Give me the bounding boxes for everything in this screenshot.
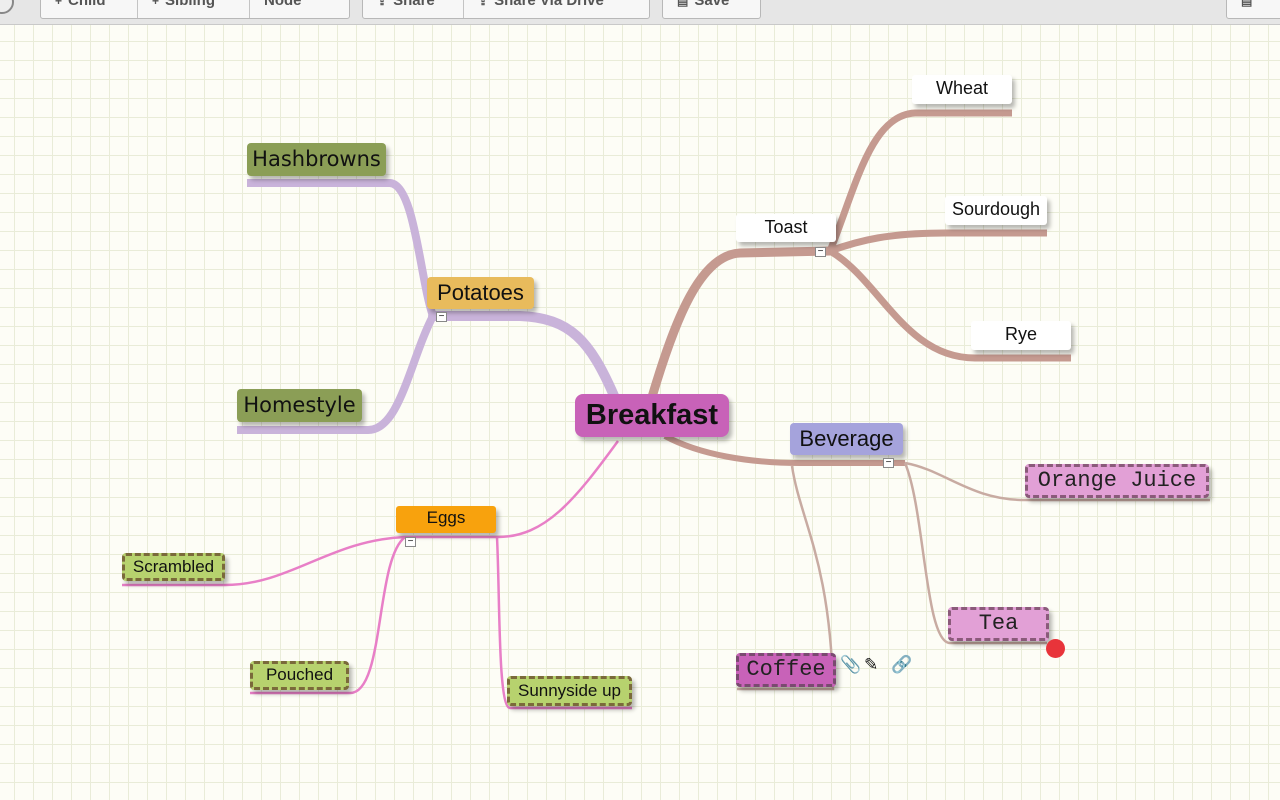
node-coffee[interactable]: Coffee bbox=[736, 653, 836, 687]
mindmap-links bbox=[122, 109, 1210, 710]
node-sunnyside-up-label: Sunnyside up bbox=[517, 681, 622, 700]
node-scrambled-label: Scrambled bbox=[132, 557, 215, 576]
collapse-toggle-beverage[interactable]: − bbox=[883, 458, 894, 468]
app-logo-icon bbox=[0, 0, 14, 14]
node-hashbrowns-label: Hashbrowns bbox=[252, 147, 381, 171]
node-beverage[interactable]: Beverage bbox=[790, 423, 903, 455]
share-icon: ⇪ bbox=[478, 0, 489, 8]
node-potatoes[interactable]: Potatoes bbox=[427, 277, 534, 309]
edit-icon[interactable]: ✎ bbox=[864, 655, 879, 674]
mindmap-canvas[interactable]: Breakfast Potatoes − Hashbrowns Homestyl… bbox=[0, 25, 1280, 800]
link-eggs-pouched bbox=[250, 536, 406, 695]
node-tea[interactable]: Tea bbox=[948, 607, 1049, 641]
collapse-toggle-eggs[interactable]: − bbox=[405, 537, 416, 547]
node-homestyle[interactable]: Homestyle bbox=[237, 389, 362, 422]
cursor-indicator bbox=[1046, 639, 1065, 658]
link-root-beverage bbox=[663, 433, 905, 466]
plus-icon: + bbox=[152, 0, 160, 8]
link-root-potatoes bbox=[428, 311, 620, 403]
share-toolbar-group: ⇪ Share ⇪ Share Via Drive bbox=[362, 0, 650, 19]
link-icon[interactable]: 🔗 bbox=[891, 655, 913, 674]
paperclip-icon[interactable]: 📎 bbox=[840, 655, 862, 674]
node-sunnyside-up[interactable]: Sunnyside up bbox=[507, 676, 632, 706]
node-rye-label: Rye bbox=[1004, 324, 1037, 344]
add-sibling-button[interactable]: + Sibling bbox=[138, 0, 250, 18]
add-child-button[interactable]: + Child bbox=[41, 0, 138, 18]
save-button[interactable]: ▤ Save bbox=[663, 0, 760, 18]
node-sourdough[interactable]: Sourdough bbox=[945, 196, 1047, 225]
toolbar: + Child + Sibling Node ⇪ Share ⇪ Share V… bbox=[0, 0, 1280, 25]
link-eggs-sunnyside bbox=[495, 536, 632, 710]
link-potatoes-homestyle bbox=[237, 314, 437, 434]
share-button[interactable]: ⇪ Share bbox=[363, 0, 464, 18]
node-root[interactable]: Breakfast bbox=[575, 394, 729, 437]
link-eggs-scrambled bbox=[122, 535, 406, 587]
collapse-toggle-toast[interactable]: − bbox=[815, 247, 826, 257]
node-toast-label: Toast bbox=[764, 217, 808, 237]
link-beverage-tea bbox=[903, 462, 1047, 645]
link-root-toast bbox=[647, 246, 835, 402]
link-beverage-orangejuice bbox=[904, 461, 1210, 502]
link-toast-wheat bbox=[826, 109, 1012, 253]
save-toolbar-group: ▤ Save bbox=[662, 0, 761, 19]
link-toast-sourdough bbox=[828, 229, 1047, 255]
node-wheat-label: Wheat bbox=[935, 78, 989, 98]
more-toolbar-group: ▤ bbox=[1226, 0, 1280, 19]
node-toast[interactable]: Toast bbox=[736, 214, 836, 242]
node-pouched[interactable]: Pouched bbox=[250, 661, 349, 690]
link-root-eggs bbox=[405, 440, 620, 539]
node-toolbar-group: + Child + Sibling Node bbox=[40, 0, 350, 19]
node-eggs-label: Eggs bbox=[426, 508, 466, 527]
node-root-label: Breakfast bbox=[585, 399, 719, 431]
menu-icon: ▤ bbox=[1241, 0, 1253, 8]
node-sourdough-label: Sourdough bbox=[951, 199, 1041, 219]
node-potatoes-label: Potatoes bbox=[437, 280, 524, 305]
node-scrambled[interactable]: Scrambled bbox=[122, 553, 225, 581]
node-rye[interactable]: Rye bbox=[971, 321, 1071, 350]
node-pouched-label: Pouched bbox=[265, 665, 334, 684]
node-wheat[interactable]: Wheat bbox=[912, 75, 1012, 104]
node-button[interactable]: Node bbox=[264, 0, 302, 9]
node-orange-juice-label: Orange Juice bbox=[1037, 468, 1197, 493]
more-button[interactable]: ▤ bbox=[1227, 0, 1280, 18]
link-potatoes-hashbrowns bbox=[247, 179, 437, 318]
link-toast-rye bbox=[828, 247, 1071, 362]
node-hashbrowns[interactable]: Hashbrowns bbox=[247, 143, 386, 176]
share-icon: ⇪ bbox=[377, 0, 388, 8]
node-tea-label: Tea bbox=[978, 611, 1019, 636]
node-coffee-label: Coffee bbox=[746, 657, 826, 682]
collapse-toggle-potatoes[interactable]: − bbox=[436, 312, 447, 322]
save-icon: ▤ bbox=[677, 0, 689, 8]
node-beverage-label: Beverage bbox=[799, 426, 894, 451]
plus-icon: + bbox=[55, 0, 63, 8]
share-via-drive-button[interactable]: ⇪ Share Via Drive bbox=[464, 0, 649, 18]
node-orange-juice[interactable]: Orange Juice bbox=[1025, 464, 1209, 498]
node-eggs[interactable]: Eggs bbox=[396, 506, 496, 533]
node-homestyle-label: Homestyle bbox=[243, 393, 356, 417]
